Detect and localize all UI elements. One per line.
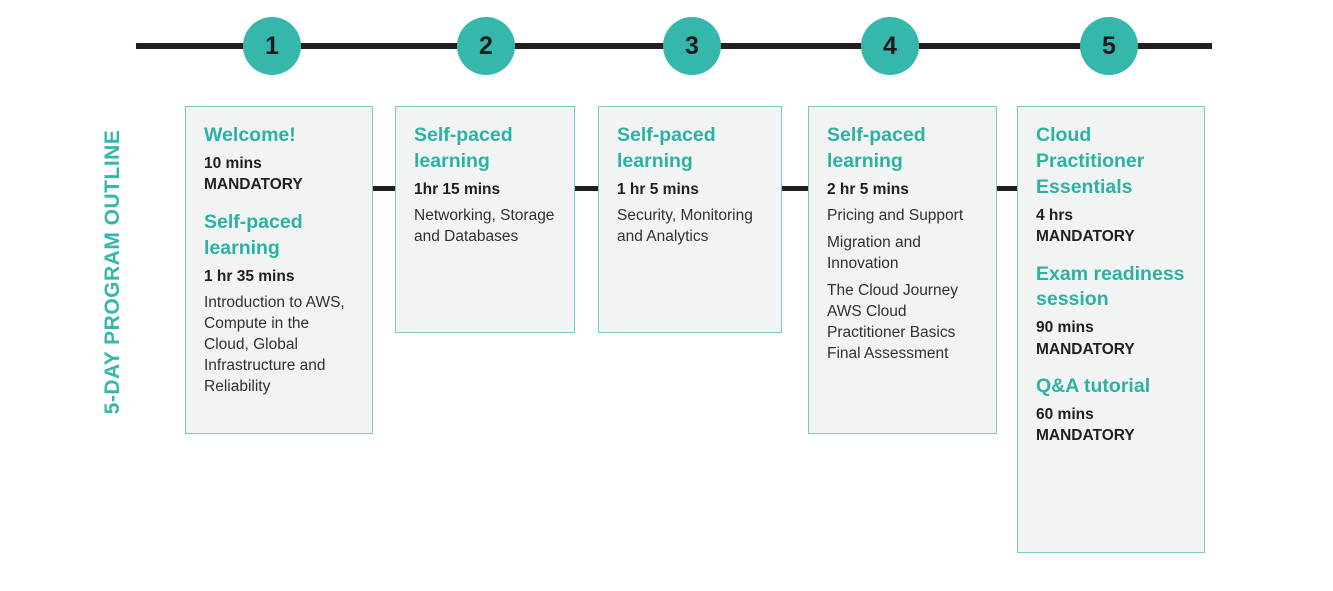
timeline-node-4[interactable]: 4: [861, 17, 919, 75]
day5-block3-note: MANDATORY: [1036, 427, 1135, 445]
day1-block2-duration: 1 hr 35 mins: [204, 267, 295, 285]
timeline-node-3-label: 3: [685, 31, 699, 60]
spacer: [1036, 360, 1186, 374]
section-label-vertical: 5-DAY PROGRAM OUTLINE: [101, 129, 124, 415]
day5-block1-title: Cloud Practitioner Essentials: [1036, 124, 1145, 198]
timeline-node-2-label: 2: [479, 31, 493, 60]
timeline-node-2[interactable]: 2: [457, 17, 515, 75]
timeline-node-5[interactable]: 5: [1080, 17, 1138, 75]
connector-day2-day3: [575, 186, 598, 191]
day4-block1-desc2: Migration and Innovation: [827, 234, 921, 273]
timeline-node-3[interactable]: 3: [663, 17, 721, 75]
day1-block2-desc: Introduction to AWS, Compute in the Clou…: [204, 293, 345, 395]
day4-block1-desc: Pricing and Support: [827, 207, 964, 225]
day5-block1-duration: 4 hrs: [1036, 206, 1074, 224]
day-card-2[interactable]: Self-paced learning 1hr 15 mins Networki…: [395, 106, 575, 333]
timeline-node-1-label: 1: [265, 31, 279, 60]
day3-block1-duration: 1 hr 5 mins: [617, 180, 699, 198]
day1-block1-note: MANDATORY: [204, 176, 303, 194]
day-card-3[interactable]: Self-paced learning 1 hr 5 mins Security…: [598, 106, 782, 333]
day5-block3-duration: 60 mins: [1036, 406, 1094, 424]
day5-block2-title: Exam readiness session: [1036, 262, 1185, 311]
day-card-5[interactable]: Cloud Practitioner Essentials 4 hrs MAND…: [1017, 106, 1205, 553]
day-card-4[interactable]: Self-paced learning 2 hr 5 mins Pricing …: [808, 106, 997, 434]
day2-block1-desc: Networking, Storage and Databases: [414, 207, 555, 246]
day5-block2-duration: 90 mins: [1036, 319, 1094, 337]
day5-block1-note: MANDATORY: [1036, 228, 1135, 246]
connector-day4-day5: [997, 186, 1017, 191]
day5-block3-title: Q&A tutorial: [1036, 375, 1151, 398]
day2-block1-title: Self-paced learning: [414, 124, 513, 172]
connector-day3-day4: [782, 186, 808, 191]
connector-day1-day2: [373, 186, 395, 191]
day5-block2-note: MANDATORY: [1036, 340, 1135, 358]
day1-block1-title: Welcome!: [204, 124, 296, 146]
timeline-node-5-label: 5: [1102, 31, 1116, 60]
day2-block1-duration: 1hr 15 mins: [414, 180, 501, 198]
day1-block2-title: Self-paced learning: [204, 210, 303, 259]
timeline-node-4-label: 4: [883, 31, 897, 60]
spacer: [1036, 248, 1186, 262]
day-card-1[interactable]: Welcome! 10 mins MANDATORY Self-paced le…: [185, 106, 373, 434]
day3-block1-desc: Security, Monitoring and Analytics: [617, 207, 753, 246]
day4-block1-title: Self-paced learning: [827, 124, 926, 172]
day4-block1-desc3: The Cloud Journey AWS Cloud Practitioner…: [827, 281, 958, 362]
day1-block1-duration: 10 mins: [204, 154, 262, 172]
spacer: [204, 196, 354, 210]
day3-block1-title: Self-paced learning: [617, 124, 716, 172]
day4-block1-duration: 2 hr 5 mins: [827, 180, 909, 198]
timeline-node-1[interactable]: 1: [243, 17, 301, 75]
